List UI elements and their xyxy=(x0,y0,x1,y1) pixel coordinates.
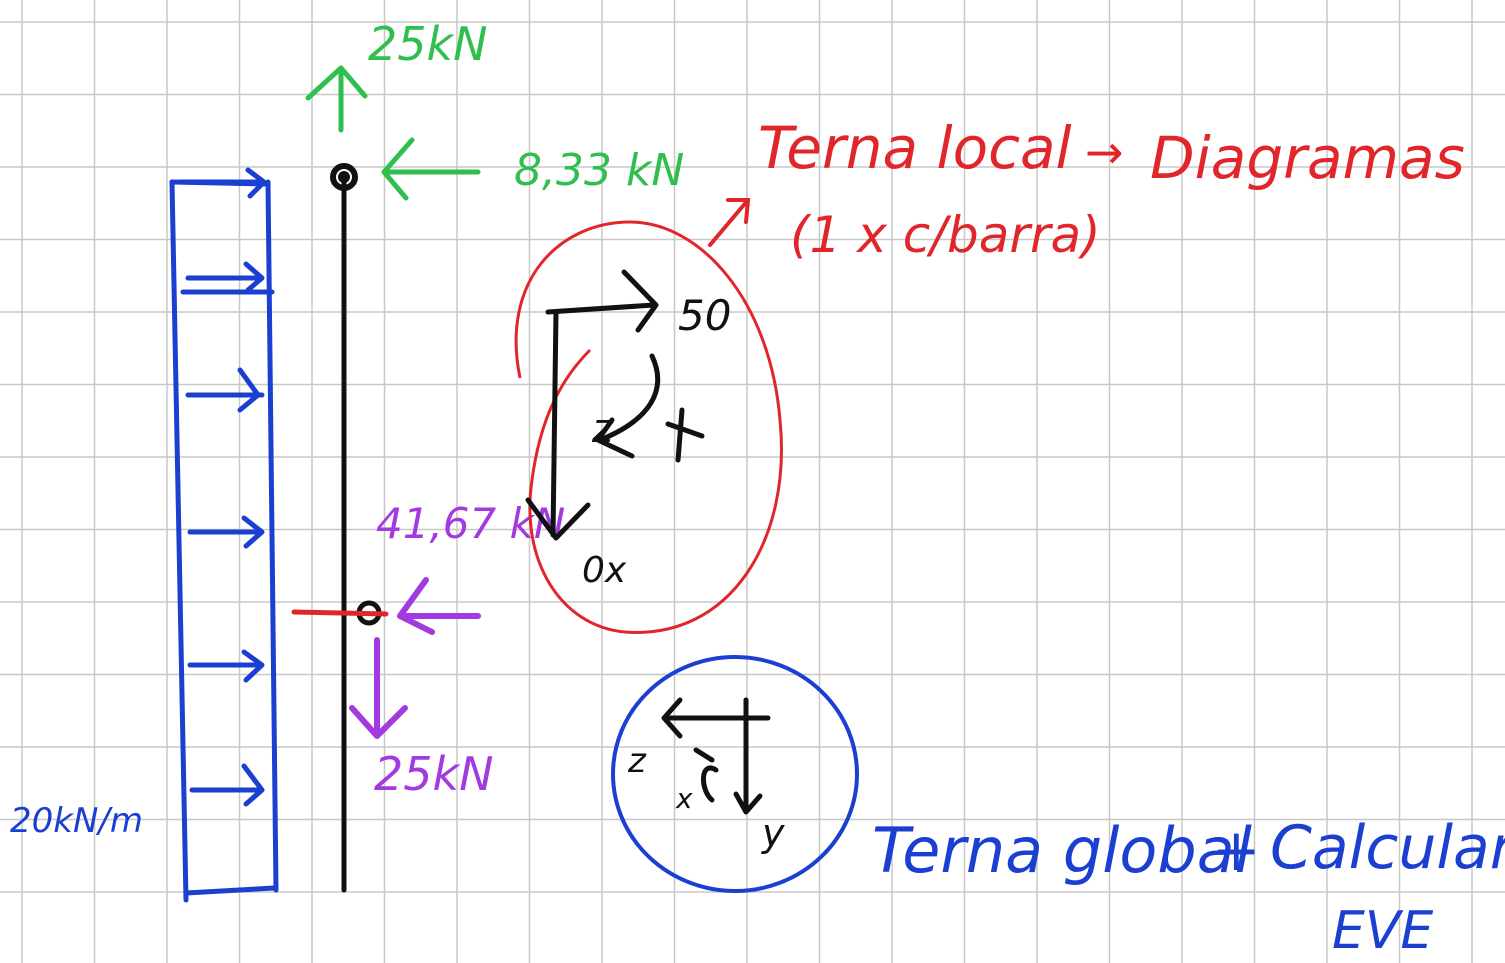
local-axis-vertical-label: 0x xyxy=(582,550,627,591)
local-axis-vertical xyxy=(525,309,591,541)
force-down-arrow xyxy=(349,637,408,739)
local-axes-circle xyxy=(514,220,783,634)
local-axis-horizontal-label: 50 xyxy=(678,291,731,340)
global-axis-z-label: z xyxy=(627,741,647,781)
force-up-arrow xyxy=(305,65,368,133)
force-mid-vertical-label: 25kN xyxy=(374,747,494,801)
local-plus-mark xyxy=(665,407,705,463)
load-bottom-edge xyxy=(183,885,277,896)
load-left-edge xyxy=(169,179,189,903)
top-node-center xyxy=(338,171,350,183)
distributed-load-label: 20kN/m xyxy=(10,801,143,841)
eve-label: EVE xyxy=(1332,901,1433,961)
distributed-load xyxy=(169,167,279,903)
local-rotation-arrow xyxy=(595,353,661,459)
local-axes xyxy=(525,269,705,541)
arrow-to-local-axes xyxy=(708,198,751,247)
force-mid-horizontal-label: 41,67 kN xyxy=(376,499,565,548)
red-cut-mark xyxy=(291,609,389,617)
terna-local-subtitle: (1 x c/barra) xyxy=(790,206,1101,264)
terna-global-label: Terna global xyxy=(872,814,1252,887)
top-forces xyxy=(305,65,481,201)
local-axis-rotation-label: z xyxy=(591,406,614,452)
calcular-label: Calcular xyxy=(1270,813,1505,883)
terna-local-title: Terna local xyxy=(758,114,1072,182)
force-left-arrow-mid xyxy=(397,577,481,635)
local-axis-horizontal xyxy=(545,269,659,333)
force-left-arrow-top xyxy=(381,137,481,201)
beam xyxy=(291,163,389,893)
force-top-vertical-label: 25kN xyxy=(368,17,488,71)
global-axis-y-label: y xyxy=(761,811,785,855)
global-axis-x-label: x xyxy=(675,782,693,815)
global-axis-z xyxy=(661,697,771,739)
load-right-edge xyxy=(265,179,279,893)
force-top-horizontal-label: 8,33 kN xyxy=(514,145,684,196)
plus-sign: + xyxy=(1212,816,1261,884)
global-axes xyxy=(661,697,771,815)
global-axis-y xyxy=(733,697,763,815)
arrow-to-diagramas: → xyxy=(1085,125,1124,179)
load-arrows xyxy=(177,167,267,807)
mid-forces xyxy=(349,577,481,739)
diagramas-label: Diagramas xyxy=(1150,124,1465,192)
global-axes-circle xyxy=(611,655,859,893)
top-node xyxy=(330,163,358,191)
global-rotation-arrow xyxy=(693,747,719,803)
